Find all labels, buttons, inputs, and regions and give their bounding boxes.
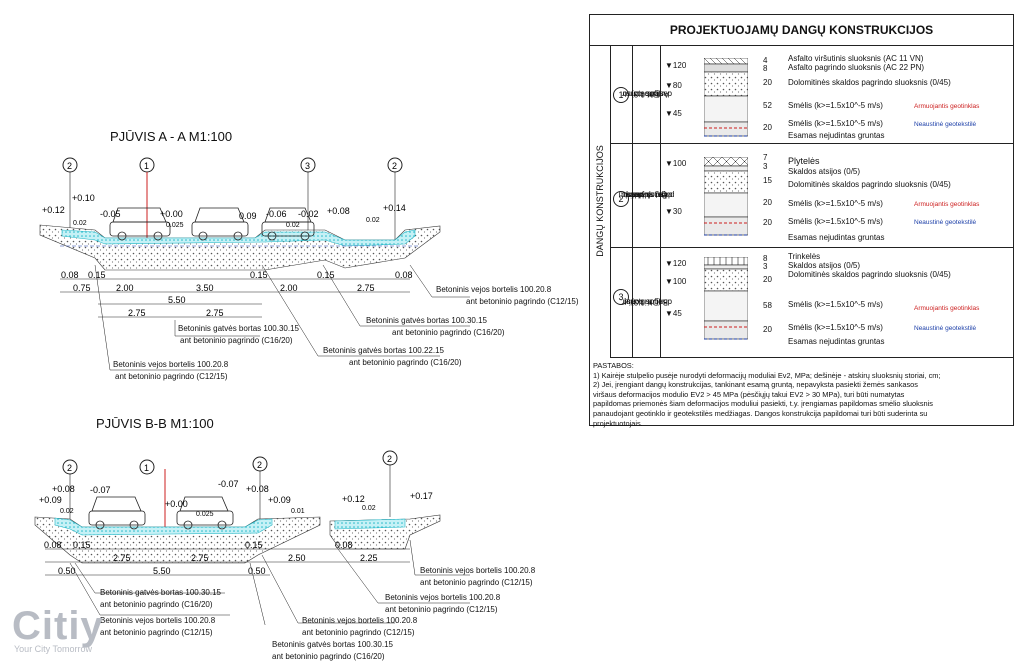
svg-text:0.15: 0.15 <box>73 540 91 550</box>
svg-text:+0.09: +0.09 <box>39 495 62 505</box>
svg-text:+0.08: +0.08 <box>246 484 269 494</box>
section-b-cars <box>88 496 234 530</box>
svg-text:2: 2 <box>67 463 72 473</box>
row-number: 3 <box>613 289 629 305</box>
svg-text:+0.00: +0.00 <box>165 499 188 509</box>
svg-text:-0.07: -0.07 <box>218 479 239 489</box>
pavement-table: PROJEKTUOJAMŲ DANGŲ KONSTRUKCIJOS DANGŲ … <box>589 14 1014 428</box>
layer-column-1 <box>704 58 748 137</box>
svg-text:2.75: 2.75 <box>191 553 209 563</box>
svg-text:5.50: 5.50 <box>168 295 186 305</box>
svg-text:0.08: 0.08 <box>335 540 353 550</box>
svg-text:2.75: 2.75 <box>206 308 224 318</box>
svg-text:0.15: 0.15 <box>245 540 263 550</box>
svg-text:2.75: 2.75 <box>357 283 375 293</box>
svg-text:2.25: 2.25 <box>360 553 378 563</box>
svg-text:-0.06: -0.06 <box>266 209 287 219</box>
svg-text:+0.12: +0.12 <box>342 494 365 504</box>
section-a-title: PJŪVIS A - A M1:100 <box>110 129 233 144</box>
svg-text:-0.05: -0.05 <box>100 209 121 219</box>
svg-text:1: 1 <box>144 161 149 171</box>
svg-text:2.00: 2.00 <box>280 283 298 293</box>
table-title: PROJEKTUOJAMŲ DANGŲ KONSTRUKCIJOS <box>590 15 1013 46</box>
layer-column-3 <box>704 257 748 340</box>
svg-text:2: 2 <box>387 454 392 464</box>
layer-column-2 <box>704 157 748 236</box>
svg-text:+0.10: +0.10 <box>72 193 95 203</box>
svg-text:2.75: 2.75 <box>113 553 131 563</box>
svg-text:0.50: 0.50 <box>248 566 266 576</box>
svg-text:3.50: 3.50 <box>196 283 214 293</box>
row-number: 1 <box>613 87 629 103</box>
svg-text:0.02: 0.02 <box>362 505 376 512</box>
section-a-dims: 0.08 0.15 0.15 0.15 0.08 0.75 2.00 3.50 … <box>61 270 413 318</box>
svg-text:2.50: 2.50 <box>288 553 306 563</box>
svg-text:0.09: 0.09 <box>239 211 257 221</box>
svg-text:0.15: 0.15 <box>250 270 268 280</box>
section-a-circle-markers: 2 1 3 2 <box>62 157 403 173</box>
svg-text:0.08: 0.08 <box>44 540 62 550</box>
svg-text:0.025: 0.025 <box>166 222 184 229</box>
svg-text:0.75: 0.75 <box>73 283 91 293</box>
svg-text:0.50: 0.50 <box>58 566 76 576</box>
svg-text:2: 2 <box>392 161 397 171</box>
svg-text:0.08: 0.08 <box>395 270 413 280</box>
svg-text:-0.02: -0.02 <box>298 209 319 219</box>
table-side-label: DANGŲ KONSTRUKCIJOS <box>590 45 611 357</box>
svg-text:+0.12: +0.12 <box>42 205 65 215</box>
svg-text:2.00: 2.00 <box>116 283 134 293</box>
svg-text:5.50: 5.50 <box>153 566 171 576</box>
svg-text:3: 3 <box>305 161 310 171</box>
row-number: 2 <box>613 191 629 207</box>
svg-text:+0.08: +0.08 <box>52 484 75 494</box>
brand-tagline: Your City Tomorrow <box>14 644 93 654</box>
section-a-cars <box>109 207 315 241</box>
svg-text:0.15: 0.15 <box>317 270 335 280</box>
section-b-drawing: 2 1 2 2 +0.08 +0.09 -0.07 +0.00 -0.07 +0… <box>34 450 470 625</box>
section-a-drawing: 2 1 3 2 +0.12 +0.10 -0.05 +0.00 0.09 -0.… <box>39 157 470 371</box>
section-b-circle-markers: 2 1 2 2 <box>62 450 398 475</box>
svg-text:-0.07: -0.07 <box>90 485 111 495</box>
section-b-title: PJŪVIS B-B M1:100 <box>96 416 214 431</box>
svg-text:0.01: 0.01 <box>291 508 305 515</box>
svg-text:0.02: 0.02 <box>73 220 87 227</box>
svg-text:0.02: 0.02 <box>60 508 74 515</box>
svg-text:+0.08: +0.08 <box>327 206 350 216</box>
svg-text:+0.17: +0.17 <box>410 491 433 501</box>
section-a-circle-1: 2 <box>67 161 72 171</box>
svg-text:0.15: 0.15 <box>88 270 106 280</box>
svg-text:+0.00: +0.00 <box>160 209 183 219</box>
svg-text:0.02: 0.02 <box>286 222 300 229</box>
svg-text:0.025: 0.025 <box>196 511 214 518</box>
svg-text:+0.09: +0.09 <box>268 495 291 505</box>
section-a-elevations: +0.12 +0.10 -0.05 +0.00 0.09 -0.06 -0.02… <box>42 193 406 221</box>
section-b-slopes: 0.02 0.025 0.01 0.02 <box>60 505 376 518</box>
brand-logo: Citiy <box>12 604 104 648</box>
svg-text:1: 1 <box>144 463 149 473</box>
svg-text:+0.14: +0.14 <box>383 203 406 213</box>
section-a-slopes: 0.02 0.025 0.02 0.02 <box>73 217 380 229</box>
svg-text:0.08: 0.08 <box>61 270 79 280</box>
section-b-elevations: +0.08 +0.09 -0.07 +0.00 -0.07 +0.08 +0.0… <box>39 479 433 509</box>
table-notes: PASTABOS: 1) Kairėje stulpelio pusėje nu… <box>593 361 941 428</box>
svg-text:2: 2 <box>257 460 262 470</box>
svg-text:2.75: 2.75 <box>128 308 146 318</box>
svg-text:0.02: 0.02 <box>366 217 380 224</box>
section-b-dims: 0.08 0.15 0.15 0.08 2.75 2.75 2.50 2.25 … <box>44 540 378 576</box>
